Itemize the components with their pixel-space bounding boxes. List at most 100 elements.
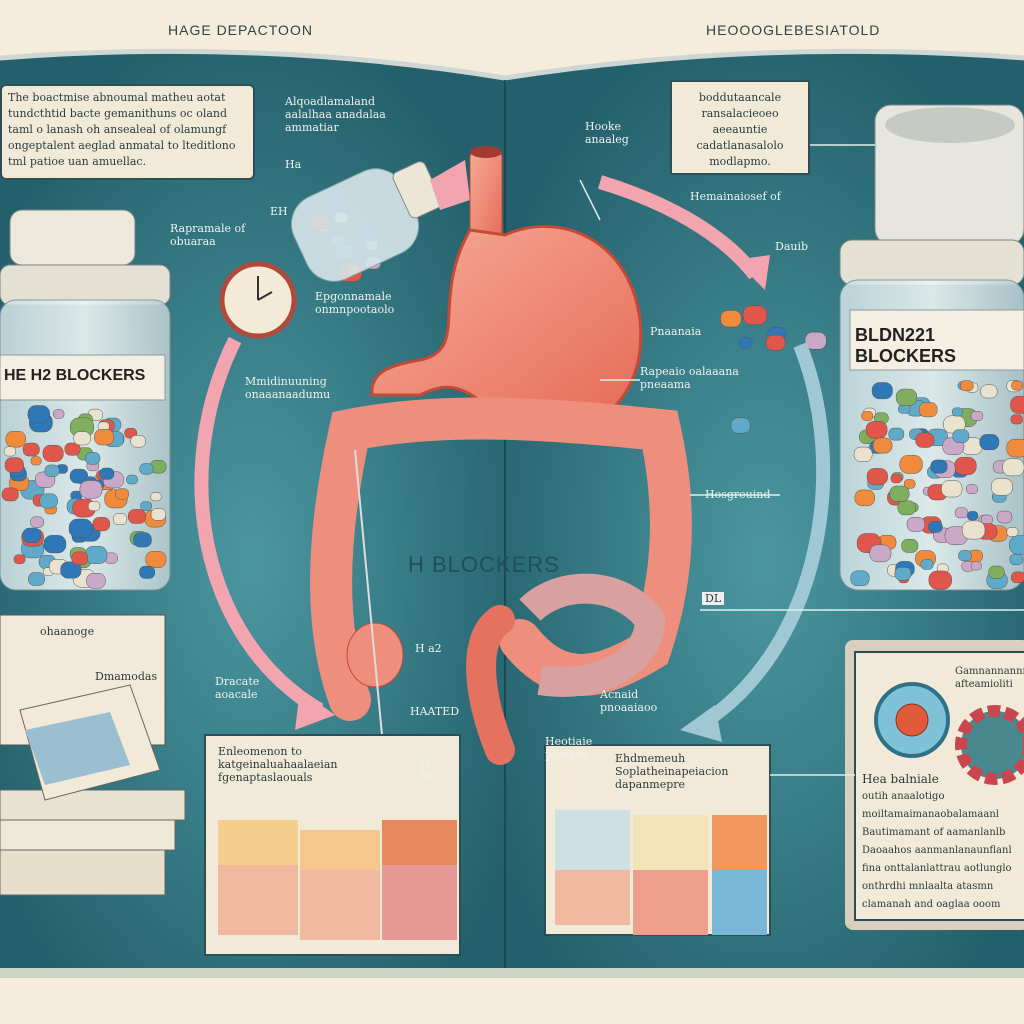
pill [87, 501, 101, 512]
pill [966, 511, 979, 521]
spilling-bottle [290, 160, 470, 282]
right-card-text: Hea balniale outih anaalotigo moiltamaim… [862, 770, 1024, 914]
pill [888, 427, 905, 441]
pill [92, 517, 111, 532]
pill [73, 431, 91, 446]
pill [961, 520, 986, 540]
label-heotiaie: Heotiaie pleaaoo [545, 735, 593, 761]
pill [52, 409, 65, 419]
pill [1009, 553, 1024, 566]
pill [765, 334, 786, 351]
pill [126, 474, 138, 485]
pill [64, 442, 81, 456]
pill [970, 561, 982, 571]
pill [871, 382, 893, 400]
pill [872, 437, 893, 454]
leader-lines [579, 144, 1024, 776]
panel-line: Soplatheinapeiacion [615, 765, 729, 778]
pill [85, 545, 108, 564]
pill [899, 455, 923, 474]
pill [850, 570, 870, 587]
intro-text-box: The boactmise abnoumal matheu aotat tund… [0, 84, 255, 180]
arrow-right-curve [696, 342, 831, 731]
card-line: clamanah and oaglaa ooom [862, 899, 1001, 910]
book-stack [0, 614, 186, 896]
pill [928, 521, 943, 533]
pill [130, 435, 146, 448]
tissue-layers-right [555, 810, 767, 935]
label-hosgreuind: Hosgreuind [705, 488, 771, 501]
pill [127, 509, 147, 524]
pill [958, 550, 972, 562]
book-bottom-edge [0, 968, 1024, 978]
card-line: moiltamaimanaobalamaanl [862, 809, 999, 820]
tube [354, 449, 383, 736]
pill [804, 331, 827, 350]
pill [150, 492, 162, 502]
pill [920, 559, 934, 570]
panel-title: Enleomenon to [218, 745, 303, 758]
pill [1010, 571, 1024, 584]
pill [133, 532, 152, 548]
pill [140, 501, 153, 511]
pill [1009, 535, 1024, 555]
pill [13, 554, 26, 564]
label-h-a2: H a2 [415, 642, 442, 655]
label-rapeaio: Rapeaio oalaaana pneaama [640, 365, 739, 391]
label-dl-cap: DL [702, 592, 725, 605]
pill [901, 539, 919, 553]
pill [69, 468, 88, 484]
pill [897, 500, 916, 516]
header-left: HAGE DEPACTOON [168, 22, 313, 38]
arrow-left-curve [194, 336, 324, 717]
pill [980, 384, 998, 399]
tissue-layers-left [218, 820, 457, 940]
pill [5, 431, 26, 448]
pill [970, 410, 984, 421]
pill [918, 402, 938, 418]
pill [86, 573, 106, 589]
pill [99, 467, 115, 480]
label-acnaid: Acnaid pnoaaiaoo [600, 688, 658, 714]
label-bottle-note: Alqoadlamaland aalalhaa anadalaa ammatia… [285, 95, 386, 134]
right-top-text-box: boddutaancale ransalacieoeo aeeauntie ca… [670, 80, 810, 175]
pill [30, 456, 42, 466]
label-dauib: Dauib [775, 240, 809, 253]
pill [68, 518, 93, 539]
pill [928, 570, 952, 590]
pill [954, 457, 977, 475]
pill [890, 473, 903, 484]
header-right: HEOOOGLEBESIATOLD [706, 22, 881, 38]
label-stomach-note: Epgonnamale onmnpootaolo [315, 290, 395, 316]
cell-ring-red [955, 705, 1024, 785]
right-jar-label: BLDN221 BLOCKERS [855, 325, 957, 366]
card-line: outih anaalotigo [862, 791, 945, 802]
pill [43, 535, 67, 554]
pill [94, 429, 115, 446]
pill [4, 457, 24, 473]
main-title: H BLOCKERS [408, 552, 560, 577]
pill [742, 305, 768, 325]
label-clock-note: Rapramale of obuaraa [170, 222, 246, 248]
card-line: onthrdhi mnlaalta atasmn [862, 881, 994, 892]
pill [988, 565, 1005, 579]
pill [991, 478, 1013, 496]
pill [1006, 438, 1024, 458]
pill [1010, 414, 1023, 425]
card-line: fina onttalanlattrau aotlunglo [862, 863, 1012, 874]
pill [952, 429, 970, 443]
pill [960, 380, 974, 392]
bottom-left-panel-text: Enleomenon to katgeinaluahaalaeian fgena… [218, 745, 448, 784]
pill [730, 417, 751, 434]
label-book-cover: Dmamodas [95, 670, 158, 683]
pill [28, 572, 45, 586]
card-heading: Hea balniale [862, 772, 939, 786]
label-hooke: Hooke anaaleg [585, 120, 629, 146]
pill [39, 493, 58, 509]
pill [853, 446, 873, 462]
pill [951, 407, 963, 417]
label-eh: EH [270, 205, 288, 218]
label-pnamia: Pnaanaia [650, 325, 702, 338]
label-hemainal: Hemainaiosef of [690, 190, 781, 203]
